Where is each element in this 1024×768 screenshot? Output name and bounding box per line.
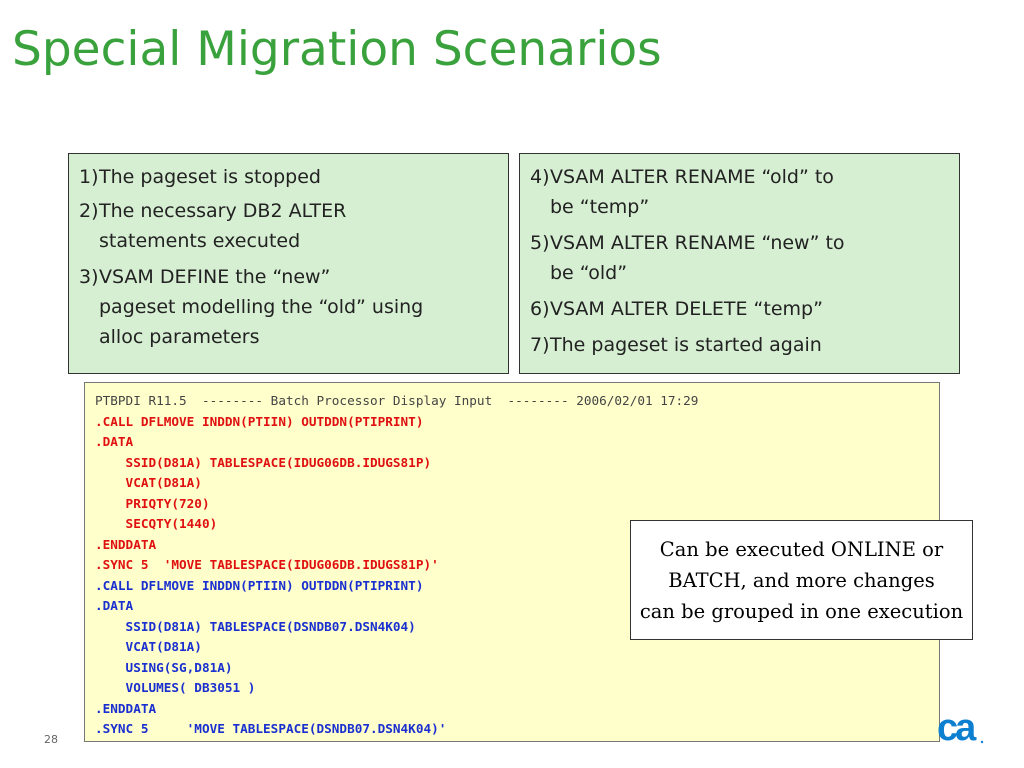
code-line: SSID(D81A) TABLESPACE(IDUG06DB.IDUGS81P): [95, 454, 432, 470]
callout-line: can be grouped in one execution: [639, 599, 964, 623]
code-line: SSID(D81A) TABLESPACE(DSNDB07.DSN4K04): [95, 618, 416, 634]
step-item: 3) VSAM DEFINE the “new” pageset modelli…: [79, 262, 498, 352]
code-line: SECQTY(1440): [95, 516, 218, 531]
step-text-line: The pageset is stopped: [99, 166, 321, 188]
step-item: 2) The necessary DB2 ALTER statements ex…: [79, 196, 498, 256]
code-line: .DATA: [95, 598, 134, 613]
step-text-line: VSAM DEFINE the “new”: [99, 266, 331, 288]
step-text-line: be “temp”: [550, 196, 650, 218]
code-line: USING(SG,D81A): [95, 659, 233, 675]
step-text-line: The pageset is started again: [550, 334, 822, 356]
callout-line: BATCH, and more changes: [668, 568, 935, 592]
code-line: .SYNC 5 'MOVE TABLESPACE(DSNDB07.DSN4K04…: [95, 721, 447, 736]
step-item: 4) VSAM ALTER RENAME “old” to be “temp”: [530, 162, 949, 222]
code-line: VOLUMES( DB3051 ): [95, 680, 256, 695]
step-item: 6) VSAM ALTER DELETE “temp”: [530, 294, 949, 324]
ca-logo: ca: [937, 707, 984, 746]
steps-box-right: 4) VSAM ALTER RENAME “old” to be “temp” …: [519, 153, 960, 374]
step-text-line: statements executed: [99, 230, 301, 252]
steps-box-left: 1) The pageset is stopped 2) The necessa…: [68, 153, 509, 374]
code-line: .DATA: [95, 434, 134, 449]
callout-line: Can be executed ONLINE or: [659, 537, 944, 561]
page-number: 28: [44, 733, 58, 746]
step-item: 7) The pageset is started again: [530, 330, 949, 360]
code-line: .CALL DFLMOVE INDDN(PTIIN) OUTDDN(PTIPRI…: [95, 577, 424, 593]
code-line: .ENDDATA: [95, 536, 157, 552]
code-line: VCAT(D81A): [95, 475, 202, 490]
step-number: 4): [530, 166, 550, 188]
code-line: .ENDDATA: [95, 700, 157, 716]
svg-text:ca: ca: [937, 707, 977, 746]
step-number: 7): [530, 334, 550, 356]
step-number: 6): [530, 298, 550, 320]
callout-note: Can be executed ONLINE or BATCH, and mor…: [630, 520, 973, 640]
step-text-line: alloc parameters: [99, 326, 260, 348]
step-text-line: VSAM ALTER RENAME “new” to: [550, 232, 845, 254]
code-line: .CALL DFLMOVE INDDN(PTIIN) OUTDDN(PTIPRI…: [95, 413, 424, 429]
step-text-line: VSAM ALTER DELETE “temp”: [550, 298, 823, 320]
step-text-line: VSAM ALTER RENAME “old” to: [550, 166, 834, 188]
step-text-line: pageset modelling the “old” using: [99, 296, 424, 318]
step-item: 1) The pageset is stopped: [79, 162, 498, 192]
step-text-line: be “old”: [550, 262, 628, 284]
step-text-line: The necessary DB2 ALTER: [99, 200, 347, 222]
code-line: VCAT(D81A): [95, 639, 202, 654]
code-line: .SYNC 5 'MOVE TABLESPACE(IDUG06DB.IDUGS8…: [95, 557, 439, 572]
step-number: 5): [530, 232, 550, 254]
code-line: PRIQTY(720): [95, 495, 210, 511]
step-number: 1): [79, 166, 99, 188]
step-number: 3): [79, 266, 99, 288]
step-item: 5) VSAM ALTER RENAME “new” to be “old”: [530, 228, 949, 288]
slide-title: Special Migration Scenarios: [12, 22, 662, 77]
listing-header: PTBPDI R11.5 -------- Batch Processor Di…: [95, 393, 699, 408]
step-number: 2): [79, 200, 99, 222]
